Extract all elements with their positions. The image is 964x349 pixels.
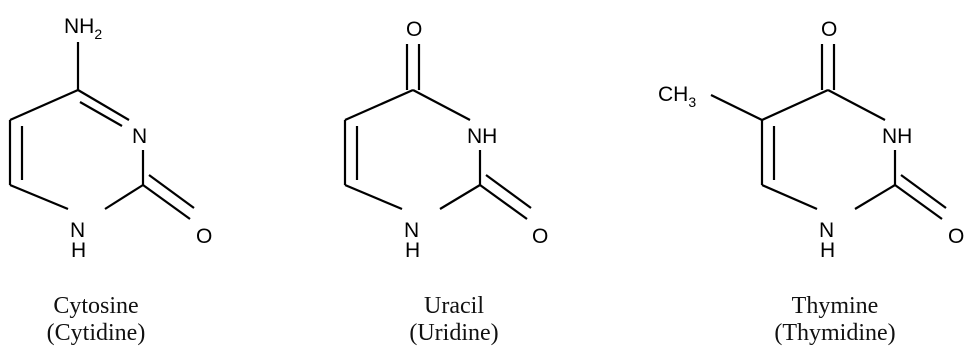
bond-c5-c4 [9,88,79,122]
uracil-caption: Uracil (Uridine) [344,293,564,347]
cytosine-amino-label: NH2 [64,15,102,42]
uracil-n3-label: NH [467,125,497,148]
bond-c2-n1 [104,184,144,210]
bond-c4-n3 [412,89,471,121]
bond-c2-o [142,184,191,220]
cytosine-n1-h-label: H [71,239,86,262]
bond-c2-o-double [148,174,195,209]
thymine-structure: CH3 O NH N H O [658,18,964,262]
cytosine-o2-label: O [196,225,212,248]
cytosine-structure: NH2 N N H O [8,15,212,262]
thymine-methyl-label: CH3 [658,83,696,110]
bond-c5-c4 [761,88,829,122]
uracil-name: Uracil [424,293,484,319]
bond-n1-c6 [9,183,69,211]
bond-c5-c4 [344,88,414,122]
thymine-caption: Thymine (Thymidine) [725,293,945,347]
thymidine-name: (Thymidine) [774,320,896,346]
thymine-o2-label: O [948,225,964,248]
cytosine-n3-label: N [132,125,147,148]
bond-c2-o-double [485,174,532,209]
thymine-o4-label: O [821,18,837,41]
bond-c4-n3 [77,89,130,121]
bond-c2-o-double [900,174,947,209]
uracil-n1-h-label: H [405,239,420,262]
thymine-n3-label: NH [882,125,912,148]
uracil-o4-label: O [406,18,422,41]
cytidine-name: (Cytidine) [46,320,146,346]
uracil-structure: O NH N H O [343,18,548,262]
cytosine-n1-label: N [70,219,85,242]
thymine-n1-label: N [819,219,834,242]
bond-c2-o [894,184,943,220]
thymine-n1-h-label: H [820,239,835,262]
uracil-n1-label: N [404,219,419,242]
bond-n1-c6 [761,183,818,211]
uridine-name: (Uridine) [409,320,499,346]
bond-c2-o [479,184,528,220]
uracil-o2-label: O [532,225,548,248]
bond-c2-n1 [439,184,481,210]
bond-c4-n3 [827,89,886,121]
cytosine-name: Cytosine [53,293,139,319]
cytosine-caption: Cytosine (Cytidine) [0,293,206,347]
bond-c4-n3-double [79,101,123,127]
thymine-name: Thymine [791,293,879,319]
bond-c2-n1 [854,184,896,210]
bond-c5-methyl [710,94,763,121]
bond-n1-c6 [344,183,403,211]
